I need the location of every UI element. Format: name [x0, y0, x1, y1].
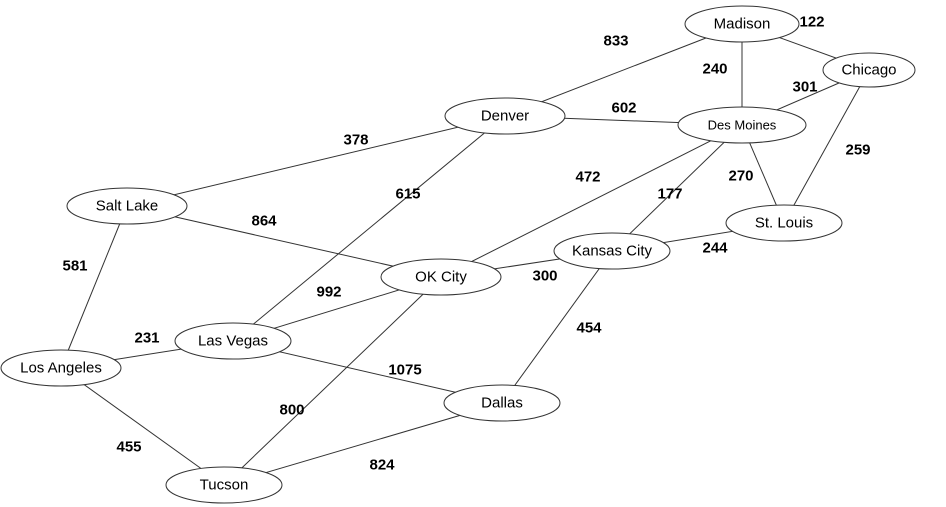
node-ellipse [66, 187, 188, 225]
edge-desmoines-okcity [440, 124, 743, 278]
node-ellipse [553, 232, 671, 270]
node-stlouis[interactable]: St. Louis [725, 204, 843, 242]
edge-weight-label: 472 [575, 169, 600, 186]
node-desmoines[interactable]: Des Moines [677, 106, 807, 144]
edge-weight-label: 615 [395, 186, 420, 203]
node-madison[interactable]: Madison [684, 5, 800, 43]
weights-layer: 122 833 240 301 259 602 378 615 472 177 270 864 581 2… [62, 14, 870, 474]
node-saltlake[interactable]: Salt Lake [66, 187, 188, 225]
node-label: Dallas [481, 395, 523, 412]
node-ellipse [165, 466, 283, 504]
edge-weight-label: 824 [369, 457, 395, 474]
edge-weight-label: 581 [62, 258, 87, 275]
edge-weight-label: 455 [116, 439, 141, 456]
node-ellipse [444, 97, 566, 135]
edge-madison-denver [504, 23, 743, 117]
node-label: Chicago [841, 62, 896, 79]
edge-weight-label: 1075 [388, 362, 421, 379]
node-kansascity[interactable]: Kansas City [553, 232, 671, 270]
edge-desmoines-kansascity [611, 124, 743, 252]
node-label: Las Vegas [198, 333, 268, 350]
edge-saltlake-okcity [126, 205, 442, 278]
edge-weight-label: 602 [611, 100, 636, 117]
node-denver[interactable]: Denver [444, 97, 566, 135]
edge-weight-label: 301 [792, 79, 817, 96]
edge-weight-label: 454 [576, 320, 602, 337]
edge-weight-label: 300 [532, 268, 557, 285]
node-ellipse [684, 5, 800, 43]
node-okcity[interactable]: OK City [380, 258, 502, 296]
edge-weight-label: 864 [251, 213, 277, 230]
node-label: Des Moines [708, 118, 777, 133]
edge-denver-saltlake [126, 115, 506, 207]
node-ellipse [0, 349, 122, 387]
node-ellipse [822, 52, 916, 88]
edge-weight-label: 240 [702, 61, 727, 78]
node-label: Los Angeles [20, 360, 102, 377]
node-tucson[interactable]: Tucson [165, 466, 283, 504]
edge-weight-label: 270 [728, 168, 753, 185]
node-lasvegas[interactable]: Las Vegas [174, 322, 292, 360]
edge-weight-label: 122 [799, 14, 824, 31]
node-ellipse [443, 384, 561, 422]
node-chicago[interactable]: Chicago [822, 52, 916, 88]
node-ellipse [677, 106, 807, 144]
node-ellipse [174, 322, 292, 360]
edge-weight-label: 259 [845, 142, 870, 159]
node-ellipse [380, 258, 502, 296]
node-label: OK City [415, 269, 467, 286]
node-label: Kansas City [572, 243, 653, 260]
edge-weight-label: 800 [279, 402, 304, 419]
edge-weight-label: 244 [702, 240, 728, 257]
edge-losangeles-tucson [60, 367, 225, 486]
node-label: St. Louis [755, 215, 813, 232]
node-dallas[interactable]: Dallas [443, 384, 561, 422]
edge-weight-label: 231 [134, 330, 159, 347]
node-losangeles[interactable]: Los Angeles [0, 349, 122, 387]
edge-weight-label: 177 [657, 186, 682, 203]
node-label: Denver [481, 108, 529, 125]
edge-weight-label: 833 [603, 33, 628, 50]
edge-weight-label: 992 [316, 284, 341, 301]
node-label: Salt Lake [96, 198, 159, 215]
edge-okcity-tucson [223, 276, 442, 486]
edge-tucson-dallas [223, 402, 503, 486]
edge-weight-label: 378 [343, 132, 368, 149]
node-label: Tucson [200, 477, 249, 494]
node-ellipse [725, 204, 843, 242]
edge-chicago-stlouis [783, 69, 870, 224]
edge-saltlake-losangeles [60, 205, 128, 369]
edge-kansascity-dallas [501, 250, 613, 404]
node-label: Madison [714, 16, 771, 33]
edge-denver-lasvegas [232, 115, 506, 342]
